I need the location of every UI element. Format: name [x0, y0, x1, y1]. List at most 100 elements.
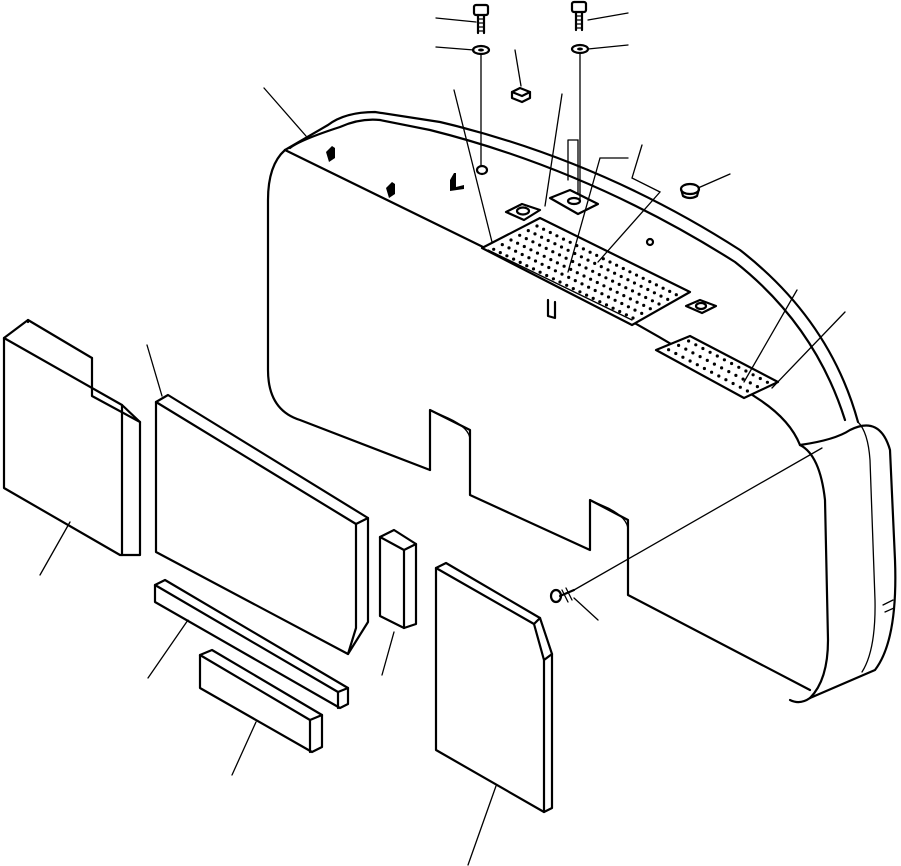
perforation-hole: [540, 262, 544, 266]
perforation-hole: [730, 361, 734, 366]
perforation-hole: [542, 254, 546, 258]
perforation-hole: [509, 238, 513, 242]
perforation-hole: [722, 358, 727, 362]
perforation-hole: [535, 251, 540, 255]
perforation-hole: [580, 282, 584, 286]
perforation-hole: [712, 362, 717, 366]
perforation-hole: [666, 297, 670, 301]
perforation-hole: [624, 286, 628, 290]
perforation-hole: [560, 272, 564, 276]
perforation-hole: [533, 259, 538, 263]
perforation-hole: [568, 240, 572, 244]
perforation-hole: [701, 346, 705, 351]
perforation-hole: [527, 256, 531, 260]
perforation-hole: [507, 246, 511, 250]
slab-large: [154, 393, 370, 656]
perforation-hole: [626, 278, 630, 282]
perforation-hole: [720, 366, 724, 370]
perforation-hole: [650, 299, 655, 303]
perforation-hole: [531, 267, 536, 271]
perforation-hole: [748, 381, 752, 385]
perforation-hole: [626, 305, 631, 309]
perforation-hole: [591, 296, 595, 300]
perforation-hole: [540, 235, 544, 239]
perforation-hole: [634, 273, 639, 277]
perforation-hole: [687, 339, 691, 343]
perforation-hole: [615, 263, 619, 267]
perforation-hole: [535, 224, 539, 228]
perforation-hole: [571, 259, 575, 264]
perforation-hole: [584, 266, 588, 270]
perforation-hole: [641, 276, 645, 280]
perforation-hole: [622, 294, 626, 298]
screw-axis: [573, 447, 823, 591]
perforation-hole: [533, 232, 537, 236]
perforated-plate-large: [480, 216, 692, 327]
perforation-hole: [630, 289, 635, 293]
slab-rounded: [434, 561, 554, 814]
perforation-hole: [593, 261, 597, 265]
perforation-hole: [615, 290, 619, 294]
perforation-hole: [585, 293, 589, 297]
perforation-hole: [661, 286, 665, 290]
perforation-hole: [639, 284, 643, 288]
perforation-hole: [538, 270, 542, 274]
perforation-hole: [613, 271, 617, 275]
perforation-hole: [717, 374, 721, 378]
perforation-hole: [691, 351, 695, 355]
perforation-hole: [565, 283, 569, 287]
bar-long: [153, 578, 350, 710]
perforation-hole: [611, 306, 615, 310]
cap-center: [510, 86, 532, 104]
perforation-hole: [644, 295, 648, 300]
perforation-hole: [621, 266, 625, 271]
perforation-hole: [561, 237, 566, 241]
perforation-hole: [547, 265, 551, 270]
perforation-hole: [524, 237, 528, 241]
perforation-hole: [667, 348, 671, 352]
perforation-hole: [587, 285, 591, 289]
slab-stepped: [2, 318, 142, 557]
perforation-hole: [529, 248, 533, 252]
perforation-hole: [555, 261, 560, 265]
perforation-hole: [602, 284, 606, 288]
perforation-hole: [715, 354, 719, 358]
perforation-hole: [674, 293, 678, 297]
perforation-hole: [606, 295, 611, 299]
perforation-hole: [618, 309, 622, 314]
perforation-hole: [599, 265, 603, 269]
perforation-hole: [575, 271, 579, 275]
perforation-hole: [684, 347, 688, 351]
perforation-hole: [620, 301, 624, 306]
perforation-hole: [557, 253, 562, 257]
perforation-hole: [518, 260, 522, 264]
bar-short: [198, 648, 324, 754]
perforation-hole: [677, 343, 681, 347]
block-small: [378, 528, 418, 630]
perforation-hole: [595, 253, 599, 257]
plate-hole: [645, 237, 655, 247]
perforation-hole: [597, 273, 601, 277]
lifting-eye-marks: [326, 146, 464, 198]
perforation-hole: [631, 316, 635, 320]
perforation-hole: [518, 233, 522, 237]
perforation-hole: [628, 297, 633, 301]
perforation-hole: [633, 308, 637, 312]
perforation-hole: [640, 311, 644, 315]
perforation-hole: [500, 243, 504, 247]
perforation-hole: [598, 300, 602, 304]
perforation-hole: [681, 355, 685, 359]
perforation-hole: [564, 256, 568, 260]
cap-right: [679, 182, 701, 200]
perforation-hole: [659, 294, 663, 298]
perforation-hole: [642, 303, 646, 307]
bolt-right: [570, 0, 588, 32]
perforation-hole: [648, 307, 652, 311]
perforation-hole: [581, 247, 586, 251]
perforation-hole: [698, 355, 702, 359]
perforation-hole: [498, 251, 502, 255]
perforation-hole: [657, 302, 661, 306]
perforation-hole: [553, 269, 558, 273]
perforation-hole: [694, 343, 698, 347]
perforation-hole: [548, 230, 552, 235]
